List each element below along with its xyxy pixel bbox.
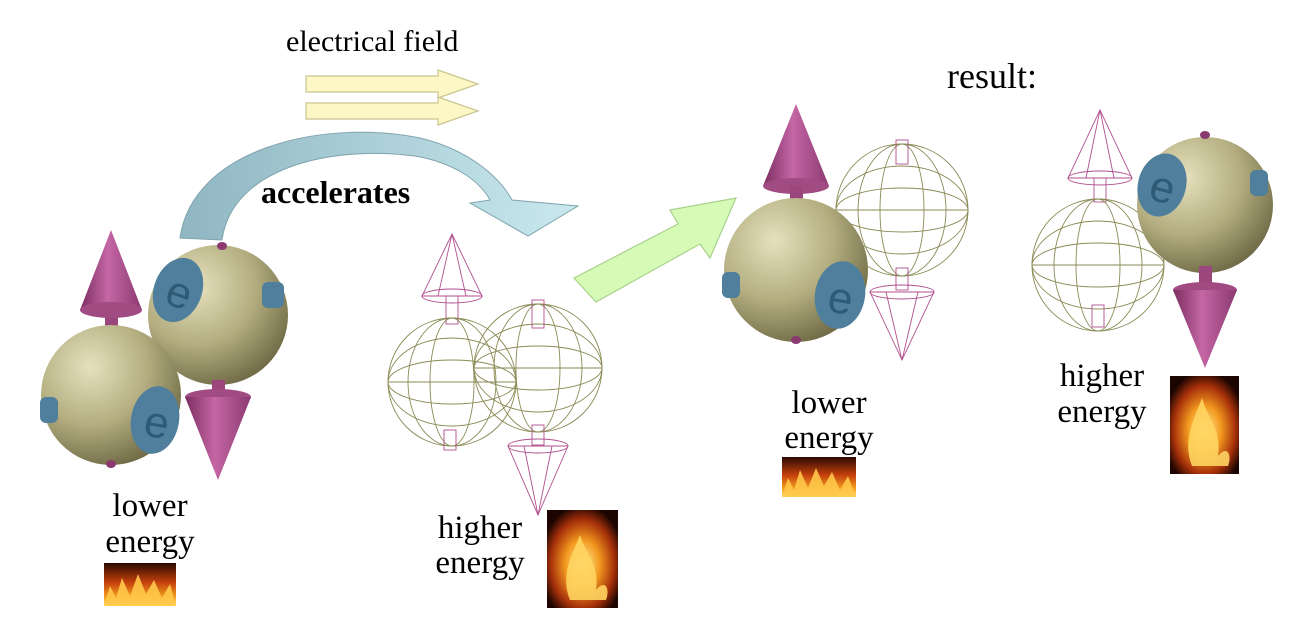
- electron-badge-icon: [814, 261, 866, 329]
- spin-up-arrow-icon: [763, 104, 829, 186]
- pair1-energy-line2: energy: [105, 524, 195, 560]
- pair3-energy-line2: energy: [784, 420, 874, 456]
- result-label: result:: [947, 56, 1037, 96]
- field-arrow-bottom: [305, 96, 480, 126]
- pair2-energy-line1: higher: [437, 510, 523, 546]
- fire-thumbnail-icon: [1170, 376, 1239, 474]
- pair-3-mixed: e: [722, 104, 969, 362]
- spin-up-arrow-icon: [80, 230, 142, 310]
- spin-down-arrow-icon: [507, 445, 569, 517]
- pair4-energy-line1: higher: [1059, 358, 1145, 394]
- pair4-energy-line2: energy: [1057, 394, 1147, 430]
- field-arrow-top: [305, 69, 480, 99]
- spin-down-arrow-icon: [869, 291, 935, 362]
- fire-thumbnail-icon: [782, 457, 856, 497]
- pair-4-mixed: e: [1031, 108, 1273, 368]
- spin-up-arrow-icon: [421, 232, 483, 297]
- pair-2-wireframe: [387, 232, 603, 517]
- transition-green-arrow: [573, 197, 737, 303]
- pair-1-solid: e e: [40, 230, 288, 480]
- spin-up-arrow-icon: [1067, 108, 1133, 179]
- spin-down-arrow-icon: [1173, 290, 1237, 368]
- pair1-energy-line1: lower: [112, 488, 188, 524]
- spin-down-arrow-icon: [185, 397, 251, 480]
- fire-thumbnail-icon: [104, 563, 176, 606]
- accelerates-curved-arrow: [179, 131, 580, 241]
- electron-badge-icon: [152, 257, 204, 323]
- electron-badge-icon: [1137, 153, 1187, 217]
- electrical-field-label: electrical field: [286, 25, 459, 58]
- accelerates-label: accelerates: [261, 174, 411, 210]
- electron-badge-icon: [130, 386, 180, 454]
- pair2-energy-line2: energy: [435, 545, 525, 581]
- field-arrows: [305, 69, 480, 126]
- fire-thumbnail-icon: [547, 510, 618, 608]
- pair3-energy-line1: lower: [791, 385, 867, 421]
